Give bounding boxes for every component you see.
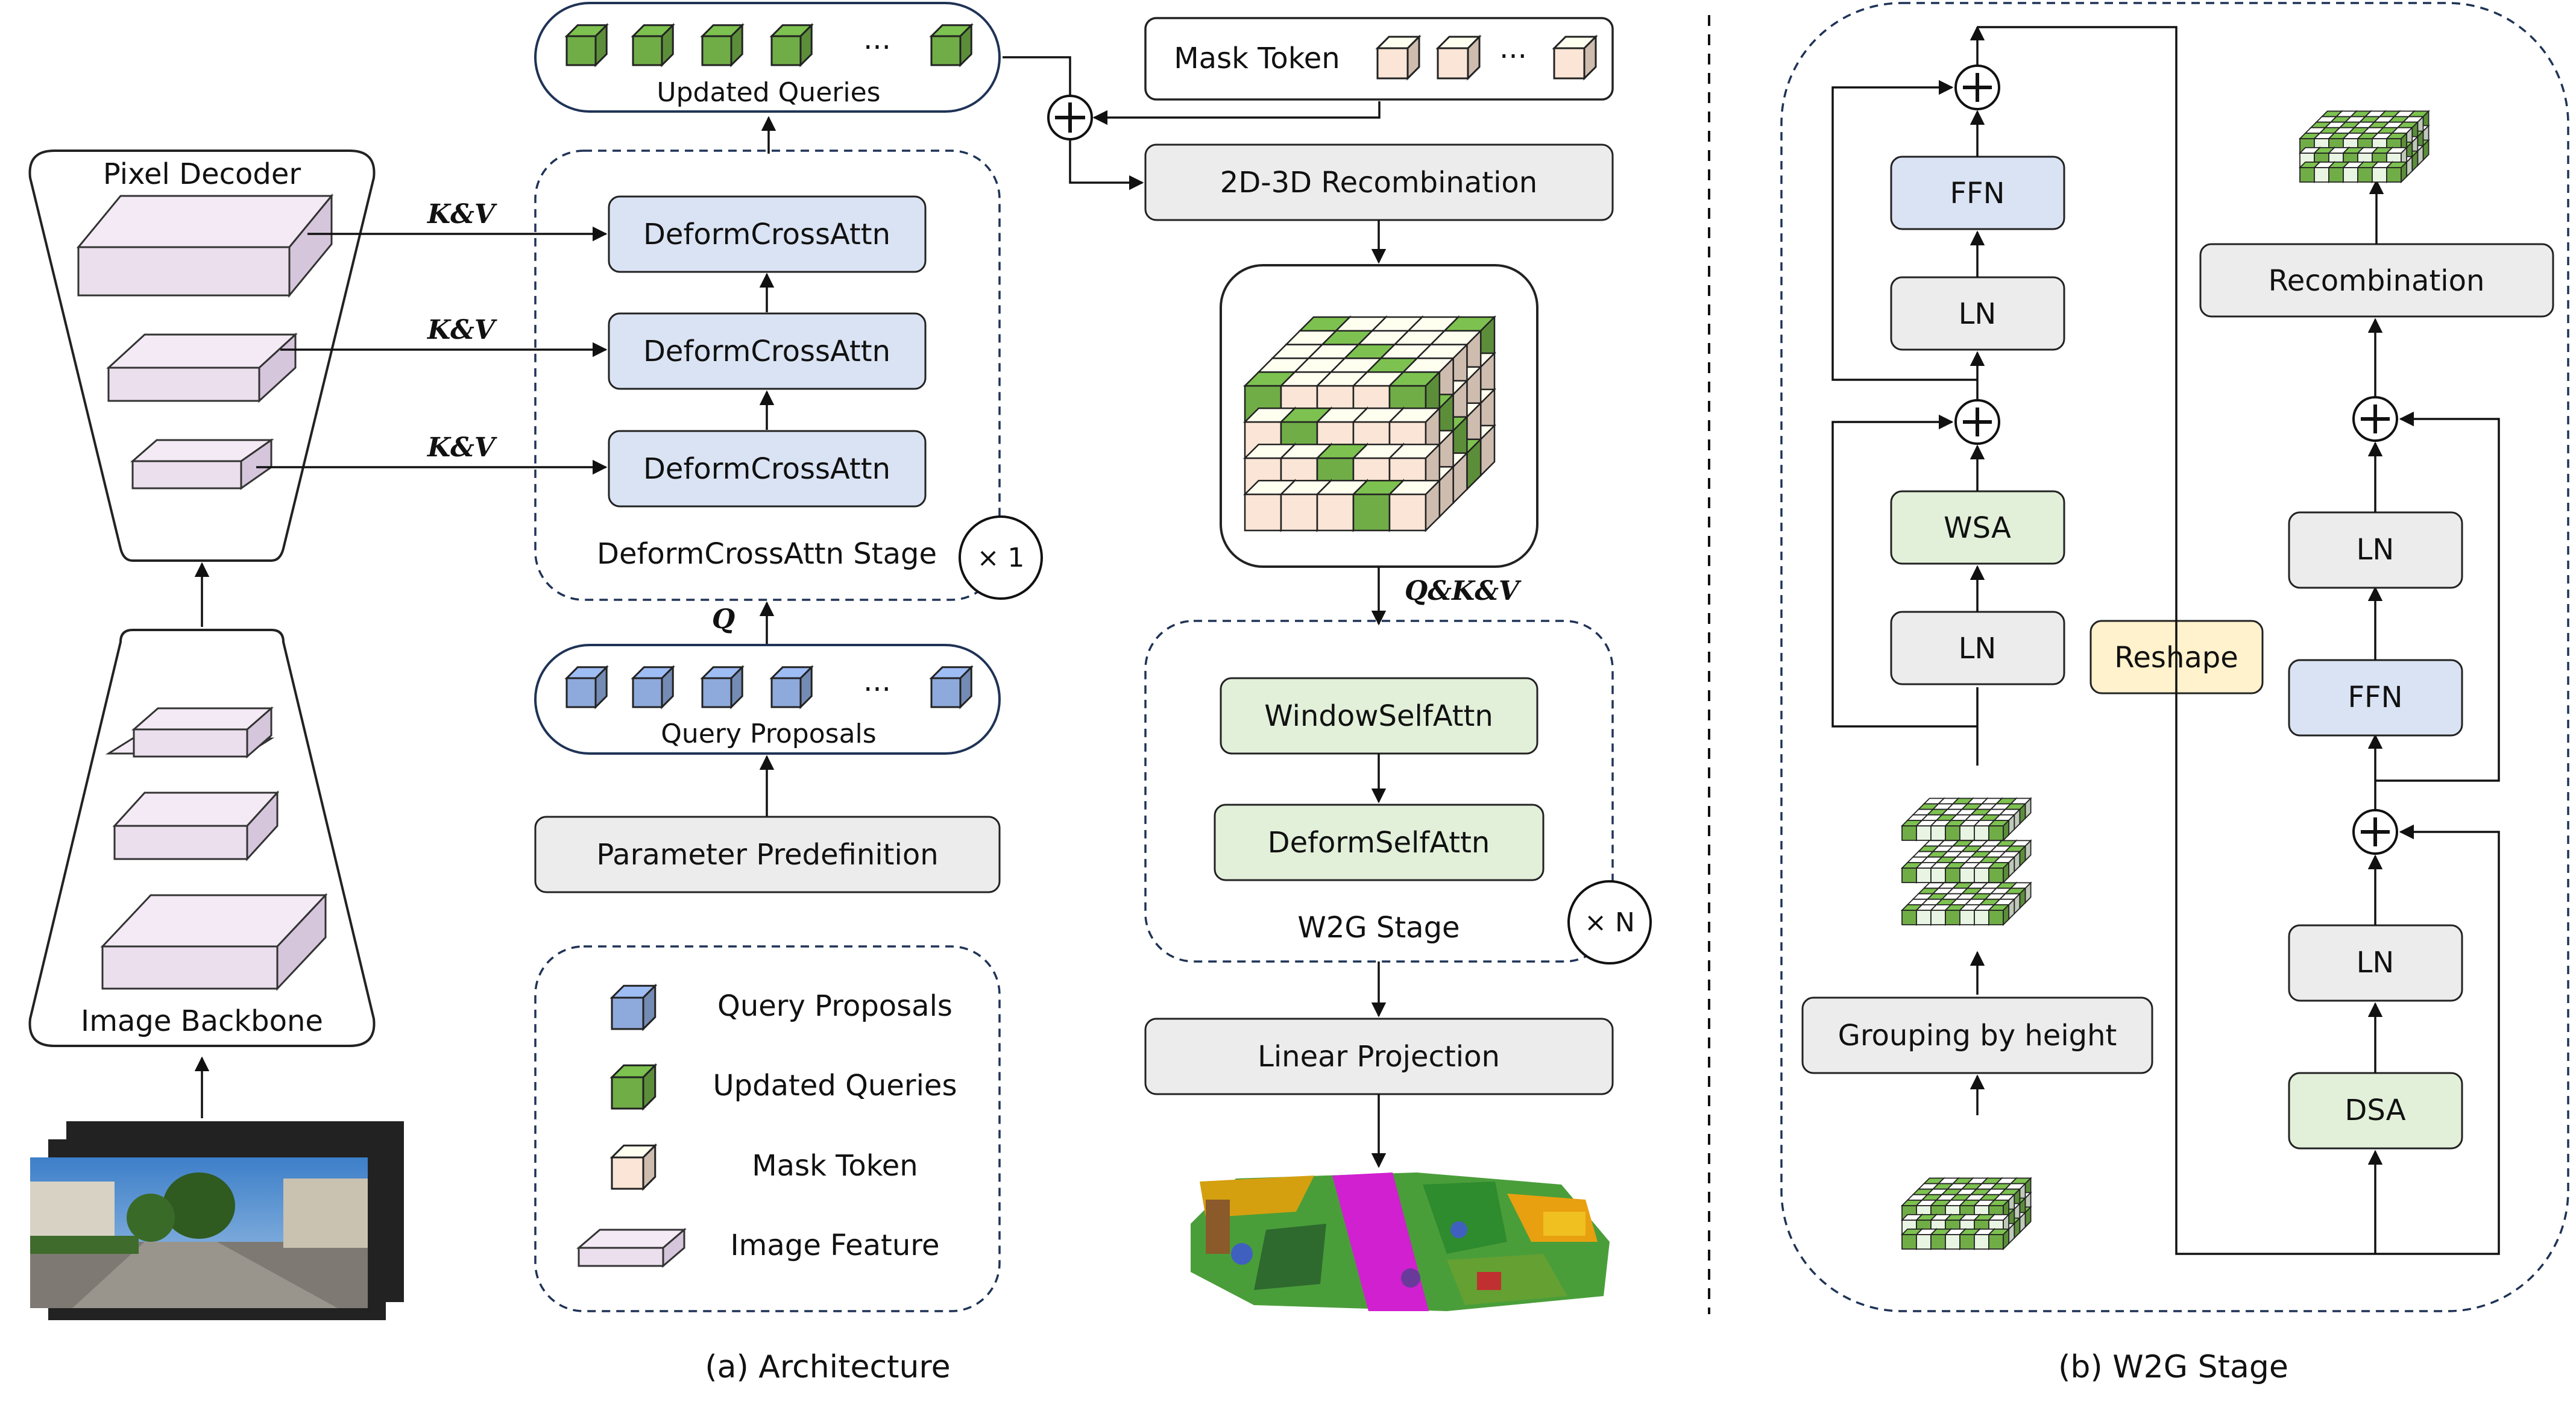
- kv-label-2: K&V: [426, 315, 497, 345]
- w2g-dsa-label: DSA: [2345, 1094, 2405, 1127]
- backbone-feature-medium: [112, 790, 280, 861]
- query-proposal-cubes: [564, 665, 974, 710]
- deform-cross-attn-label-3: DeformCrossAttn: [643, 452, 890, 486]
- grouped-voxel-layers: [1900, 797, 2032, 927]
- pixel-decoder-label: Pixel Decoder: [103, 157, 301, 191]
- w2g-grouping-box: [1801, 996, 2153, 1074]
- w2g-ln-right-top-label: LN: [2357, 533, 2395, 567]
- w2g-recombination-label: Recombination: [2269, 264, 2485, 298]
- recombination-2d3d-label: 2D-3D Recombination: [1220, 166, 1537, 200]
- window-self-attn-label: WindowSelfAttn: [1264, 699, 1493, 733]
- updated-queries-ellipsis: ···: [863, 31, 891, 65]
- deform-cross-attn-label-2: DeformCrossAttn: [643, 335, 890, 368]
- deform-self-attn-box: [1214, 804, 1545, 881]
- voxel-volume-cubes: [1242, 315, 1497, 533]
- mask-token-ellipsis: ···: [1499, 40, 1527, 74]
- deform-cross-attn-box-2: [608, 312, 927, 390]
- legend-label-mask-token: Mask Token: [752, 1149, 918, 1183]
- w2g-stage-frame: [1144, 620, 1614, 963]
- legend-label-updated-queries: Updated Queries: [713, 1069, 957, 1103]
- parameter-predefinition-box: [534, 816, 1001, 893]
- legend-blue-cube-icon: [609, 983, 658, 1031]
- architecture-caption: (a) Architecture: [705, 1349, 950, 1385]
- w2g-plus-bottom-right-icon: [2352, 809, 2398, 855]
- deform-cross-attn-stage-frame: [534, 149, 1001, 601]
- mask-token-label: Mask Token: [1174, 42, 1340, 75]
- legend-label-query-proposals: Query Proposals: [717, 989, 953, 1023]
- stage-repeat-1-circle: [959, 515, 1043, 600]
- decoder-feature-small: [130, 438, 274, 490]
- stage-repeat-1-label: × 1: [977, 543, 1025, 573]
- legend-peach-cube-icon: [609, 1143, 658, 1191]
- w2g-stage-label: W2G Stage: [1297, 911, 1460, 945]
- w2g-caption: (b) W2G Stage: [2058, 1349, 2288, 1385]
- w2g-grouping-label: Grouping by height: [1838, 1019, 2117, 1053]
- w2g-ln-right-bottom-label: LN: [2357, 946, 2395, 980]
- query-proposals-ellipsis: ···: [863, 673, 891, 707]
- kv-label-3: K&V: [426, 432, 497, 463]
- linear-projection-label: Linear Projection: [1258, 1040, 1500, 1074]
- camera-images: [30, 1121, 404, 1320]
- deform-cross-attn-label-1: DeformCrossAttn: [643, 218, 890, 251]
- semantic-occupancy-output: [1191, 1172, 1610, 1311]
- updated-queries-label: Updated Queries: [657, 77, 880, 108]
- updated-query-cubes: [564, 23, 974, 68]
- w2g-ln-left-top-label: LN: [1959, 297, 1997, 331]
- legend-label-image-feature: Image Feature: [731, 1229, 940, 1262]
- stage-repeat-n-circle: [1567, 880, 1652, 965]
- deform-cross-attn-stage-label: DeformCrossAttn Stage: [597, 537, 937, 571]
- decoder-feature-medium: [106, 332, 298, 403]
- w2g-plus-top-left-icon: [1954, 65, 2000, 110]
- parameter-predefinition-label: Parameter Predefinition: [596, 838, 938, 872]
- merge-plus-icon: [1047, 95, 1093, 140]
- legend-feature-plate-icon: [576, 1227, 687, 1268]
- w2g-ffn-left-label: FFN: [1950, 177, 2004, 210]
- deform-cross-attn-box-3: [608, 430, 927, 508]
- deform-cross-attn-box-1: [608, 195, 927, 273]
- legend-frame: [534, 945, 1001, 1312]
- query-proposals-label: Query Proposals: [661, 719, 876, 749]
- w2g-plus-mid-left-icon: [1954, 399, 2000, 445]
- w2g-ln-left-bottom-label: LN: [1959, 632, 1997, 666]
- image-backbone-label: Image Backbone: [81, 1004, 323, 1038]
- deform-self-attn-label: DeformSelfAttn: [1268, 826, 1490, 860]
- output-voxel-volume: [2298, 110, 2430, 184]
- w2g-ffn-right-label: FFN: [2348, 681, 2402, 714]
- q-label: Q: [712, 604, 735, 635]
- stage-repeat-n-label: × N: [1584, 907, 1635, 938]
- backbone-feature-large: [100, 893, 328, 991]
- legend-green-cube-icon: [609, 1063, 658, 1111]
- w2g-plus-top-right-icon: [2352, 396, 2398, 442]
- decoder-feature-large: [76, 193, 334, 298]
- qkv-label: Q&K&V: [1405, 576, 1522, 606]
- backbone-feature-small: [105, 706, 275, 759]
- input-voxel-volume: [1900, 1177, 2032, 1251]
- w2g-wsa-label: WSA: [1944, 511, 2011, 545]
- mask-token-cubes: [1375, 34, 1598, 81]
- kv-label-1: K&V: [426, 199, 497, 230]
- w2g-detail-frame: [1780, 2, 2569, 1312]
